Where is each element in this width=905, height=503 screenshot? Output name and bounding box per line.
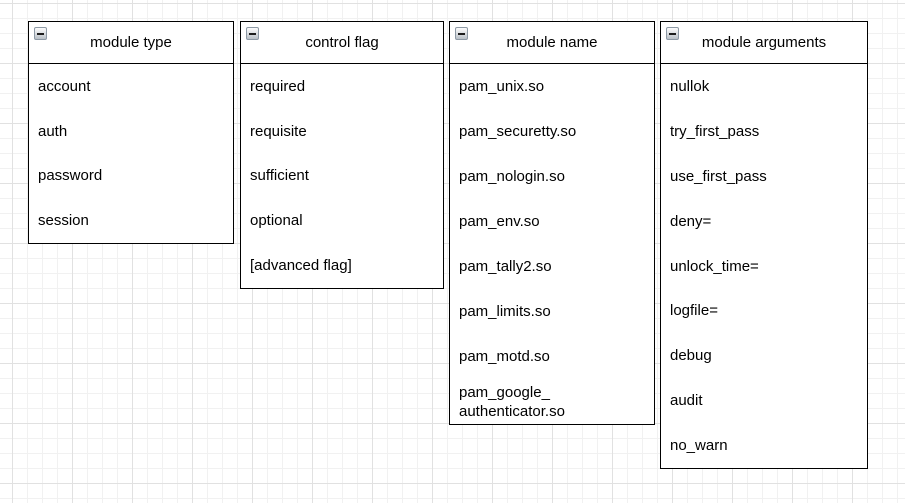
box-title: module arguments (701, 34, 827, 51)
list-item[interactable]: try_first_pass (670, 122, 760, 140)
list-item[interactable]: no_warn (670, 437, 728, 455)
list-item[interactable]: requisite (250, 122, 307, 140)
list-item[interactable]: debug (670, 347, 712, 365)
list-item[interactable]: use_first_pass (670, 167, 767, 185)
box-rows: account auth password session (29, 64, 233, 243)
collapse-button[interactable] (455, 27, 468, 40)
box-rows: required requisite sufficient optional [adva… (241, 64, 443, 288)
box-title: module type (90, 34, 172, 51)
list-item[interactable]: auth (38, 122, 68, 140)
box-header: module type (29, 22, 233, 64)
list-item[interactable]: pam_motd.so (459, 348, 550, 365)
collapse-button[interactable] (666, 27, 679, 40)
list-item[interactable]: optional (250, 212, 303, 230)
list-item[interactable]: password (38, 167, 103, 185)
box-rows: pam_unix.so pam_securetty.so pam_nologin.s… (450, 64, 654, 424)
list-item[interactable]: unlock_time= (670, 257, 759, 275)
list-item[interactable]: pam_tally2.so (459, 258, 552, 275)
list-item[interactable]: sufficient (250, 167, 309, 185)
list-item[interactable]: [advanced flag] (250, 257, 352, 275)
list-item[interactable]: audit (670, 392, 703, 410)
list-item[interactable]: nullok (670, 77, 710, 95)
list-item[interactable]: pam_nologin.so (459, 168, 565, 185)
box-control-flag[interactable]: control flag required requisite sufficient o… (240, 21, 444, 289)
list-item[interactable]: pam_env.so (459, 213, 540, 230)
box-header: module arguments (661, 22, 867, 64)
list-item[interactable]: pam_securetty.so (459, 123, 577, 140)
collapse-button[interactable] (34, 27, 47, 40)
minus-icon (669, 32, 676, 35)
minus-icon (458, 32, 465, 35)
box-header: module name (450, 22, 654, 64)
collapse-button[interactable] (246, 27, 259, 40)
minus-icon (249, 32, 256, 35)
box-module-arguments[interactable]: module arguments nullok try_first_pass use_… (660, 21, 868, 469)
box-header: control flag (241, 22, 443, 64)
box-title: control flag (305, 34, 379, 51)
minus-icon (37, 32, 44, 35)
list-item[interactable]: deny= (670, 212, 712, 230)
box-rows: nullok try_first_pass use_first_pass deny= u… (661, 64, 867, 468)
list-item[interactable]: required (250, 77, 306, 95)
list-item[interactable]: pam_google_ authenticator.so (459, 383, 565, 420)
list-item[interactable]: account (38, 77, 91, 95)
list-item[interactable]: session (38, 212, 89, 230)
box-module-type[interactable]: module type account auth password session (28, 21, 234, 244)
box-title: module name (506, 34, 598, 51)
list-item[interactable]: pam_limits.so (459, 303, 551, 320)
list-item[interactable]: pam_unix.so (459, 78, 545, 95)
list-item[interactable]: logfile= (670, 302, 718, 320)
